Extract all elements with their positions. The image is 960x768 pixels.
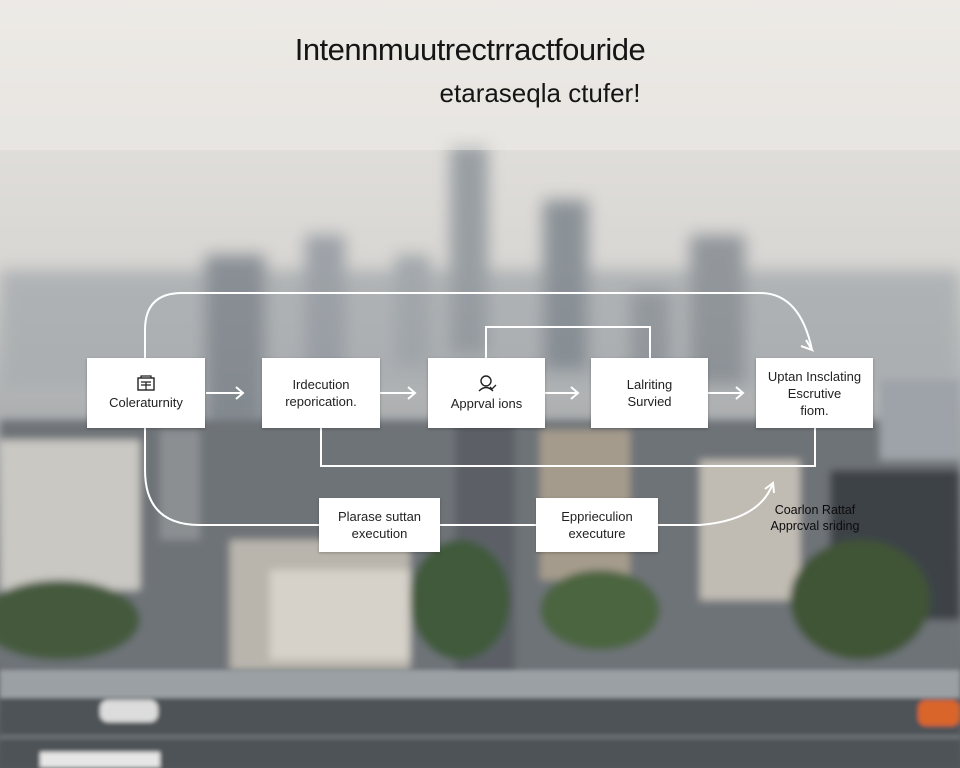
arrowhead-n4-n5: [735, 386, 745, 400]
node-apprval-ions[interactable]: Apprval ions: [428, 358, 545, 428]
top-loop-arrowhead: [800, 339, 815, 352]
user-approval-icon: [478, 375, 496, 392]
node-lalriting-survied[interactable]: Lalriting Survied: [591, 358, 708, 428]
node-coleraturnity[interactable]: Coleraturnity: [87, 358, 205, 428]
diagram-subtitle: etaraseqla ctufer!: [439, 78, 641, 108]
org-building-icon: [137, 375, 155, 391]
inner-loop-connector: [320, 428, 816, 467]
node-label: Apprval ions: [450, 396, 523, 411]
node-label: Plarase suttan execution: [337, 509, 422, 541]
node-label: Uptan Insclating Escrutive fiom.: [767, 368, 862, 418]
node-label: Coleraturnity: [109, 395, 183, 410]
side-note-label: Coarlon Rattaf Apprcval sriding: [770, 503, 860, 533]
node-label: Lalriting Survied: [626, 377, 673, 409]
node-uptan-insclating[interactable]: Uptan Insclating Escrutive fiom.: [756, 358, 873, 428]
arrowhead-n1-n2: [235, 386, 245, 400]
bottom-right-arrowhead: [764, 481, 775, 494]
top-loop-connector: [144, 292, 813, 358]
node-epprieculion[interactable]: Epprieculion executure: [536, 498, 658, 552]
node-plarase-suttan[interactable]: Plarase suttan execution: [319, 498, 440, 552]
node-label: Epprieculion executure: [561, 509, 633, 541]
connector-lines: [144, 292, 816, 526]
arrowhead-n2-n3: [407, 386, 417, 400]
node-irdecution[interactable]: Irdecution reporication.: [262, 358, 380, 428]
bottom-right-connector: [658, 482, 774, 526]
bottom-left-connector: [144, 428, 320, 526]
node-label: Irdecution reporication.: [285, 377, 357, 409]
arrowhead-n3-n4: [570, 386, 580, 400]
diagram-title: Intennmuutrectrractfouride: [294, 32, 646, 67]
n3-n4-bridge-connector: [485, 326, 651, 358]
